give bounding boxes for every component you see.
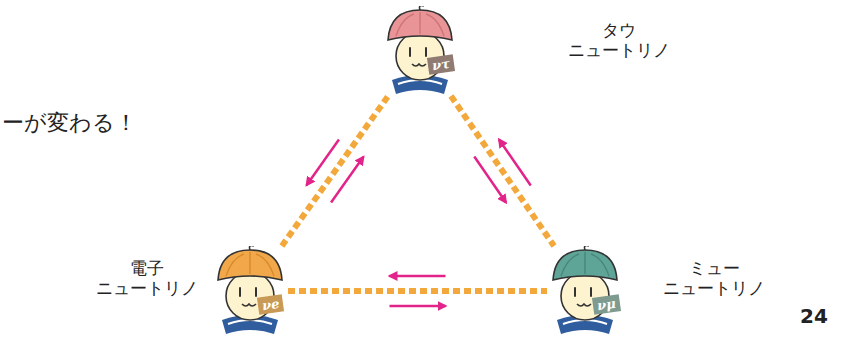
- neutrino-node: ミュー ニュートリノνμ: [547, 246, 623, 336]
- neutrino-character: [547, 246, 623, 336]
- flavor-badge: νe: [257, 294, 284, 314]
- neutrino-character: [382, 6, 458, 96]
- flavor-badge: νμ: [592, 294, 621, 315]
- page-number: 24: [800, 304, 828, 328]
- oscillation-connector: [451, 96, 554, 246]
- neutrino-node: 電子 ニュートリノνe: [212, 246, 288, 336]
- neutrino-character: [212, 246, 288, 336]
- oscillation-connector: [282, 96, 388, 246]
- oscillation-connector: [288, 276, 547, 306]
- particle-name: タウ ニュートリノ: [568, 20, 670, 61]
- particle-name: ミュー ニュートリノ: [663, 258, 765, 299]
- neutrino-node: タウ ニュートリノντ: [382, 6, 458, 96]
- particle-name: 電子 ニュートリノ: [96, 258, 198, 299]
- flavor-badge: ντ: [427, 54, 455, 74]
- slide-text: ーが変わる！: [2, 108, 137, 138]
